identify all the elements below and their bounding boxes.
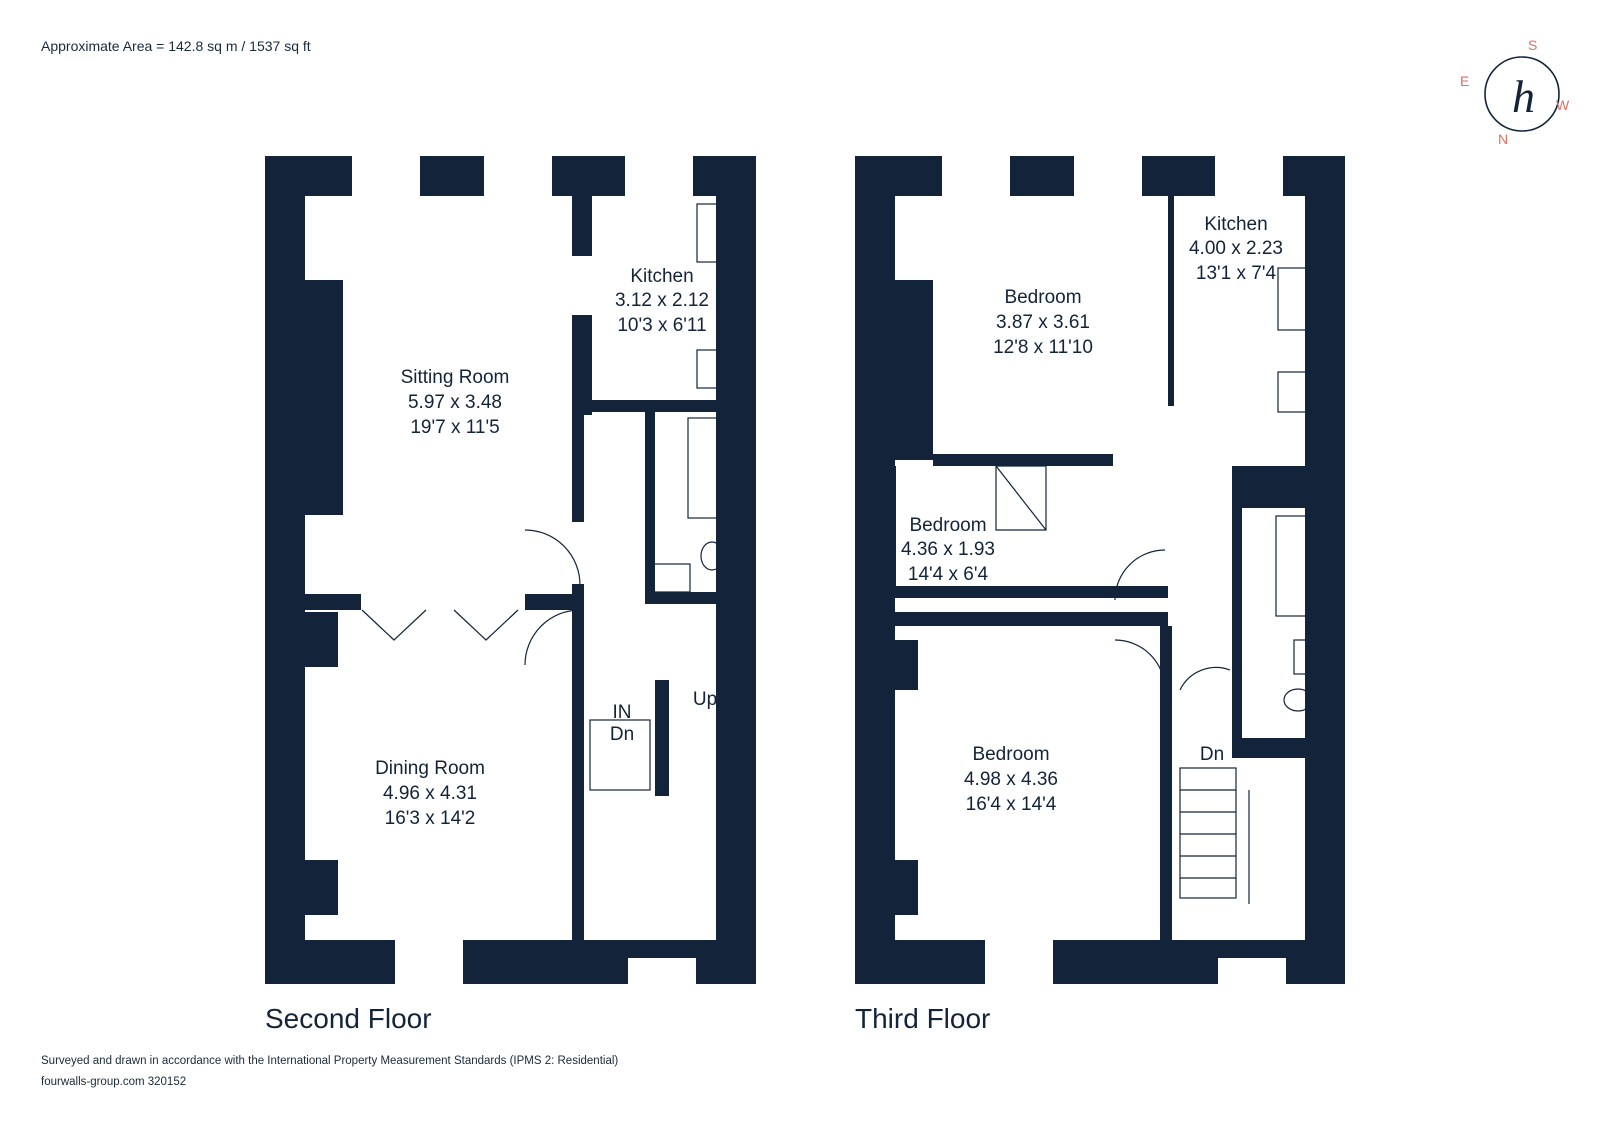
compass-east: E	[1460, 73, 1469, 89]
bedroom-1-metric: 3.87 x 3.61	[996, 312, 1090, 333]
kitchen-2-imperial: 10'3 x 6'11	[617, 315, 706, 336]
dining-room-imperial: 16'3 x 14'2	[385, 808, 476, 829]
stair-up-label: Up	[693, 689, 717, 710]
third-floor-plan	[855, 156, 1345, 984]
survey-statement: Surveyed and drawn in accordance with th…	[41, 1055, 619, 1067]
dining-room-metric: 4.96 x 4.31	[383, 783, 477, 804]
compass-south: S	[1528, 38, 1537, 53]
compass-west: W	[1556, 97, 1570, 113]
bedroom-3-name: Bedroom	[972, 744, 1049, 765]
compass-logo-letter: h	[1512, 71, 1535, 122]
approximate-area: Approximate Area = 142.8 sq m / 1537 sq …	[41, 38, 311, 54]
compass-logo: h S E W N	[1460, 38, 1570, 147]
dining-room-name: Dining Room	[375, 758, 485, 779]
reference-number: fourwalls-group.com 320152	[41, 1076, 187, 1088]
fixtures	[361, 203, 1317, 904]
sitting-room-metric: 5.97 x 3.48	[408, 392, 502, 413]
stair-in-label: IN	[613, 702, 632, 723]
sitting-room-imperial: 19'7 x 11'5	[410, 417, 499, 438]
bedroom-3-metric: 4.98 x 4.36	[964, 769, 1058, 790]
stair-dn-label: Dn	[610, 724, 634, 745]
second-floor-label: Second Floor	[265, 1003, 432, 1034]
kitchen-3-metric: 4.00 x 2.23	[1189, 238, 1283, 259]
sitting-room-name: Sitting Room	[401, 367, 510, 388]
bedroom-2-metric: 4.36 x 1.93	[901, 539, 995, 560]
compass-north: N	[1498, 131, 1508, 147]
third-floor-labels: Bedroom 3.87 x 3.61 12'8 x 11'10 Kitchen…	[901, 214, 1283, 815]
second-floor-plan	[265, 156, 756, 984]
second-floor-labels: Sitting Room 5.97 x 3.48 19'7 x 11'5 Kit…	[375, 266, 717, 829]
kitchen-2-name: Kitchen	[630, 266, 693, 287]
bedroom-2-name: Bedroom	[909, 515, 986, 536]
bedroom-2-imperial: 14'4 x 6'4	[908, 564, 989, 585]
stair-dn-3-label: Dn	[1200, 744, 1224, 765]
kitchen-3-imperial: 13'1 x 7'4	[1196, 263, 1277, 284]
bedroom-3-imperial: 16'4 x 14'4	[966, 794, 1057, 815]
third-floor-label: Third Floor	[855, 1003, 991, 1034]
bedroom-1-imperial: 12'8 x 11'10	[993, 337, 1093, 358]
kitchen-3-name: Kitchen	[1204, 214, 1267, 235]
bedroom-1-name: Bedroom	[1004, 287, 1081, 308]
kitchen-2-metric: 3.12 x 2.12	[615, 290, 709, 311]
